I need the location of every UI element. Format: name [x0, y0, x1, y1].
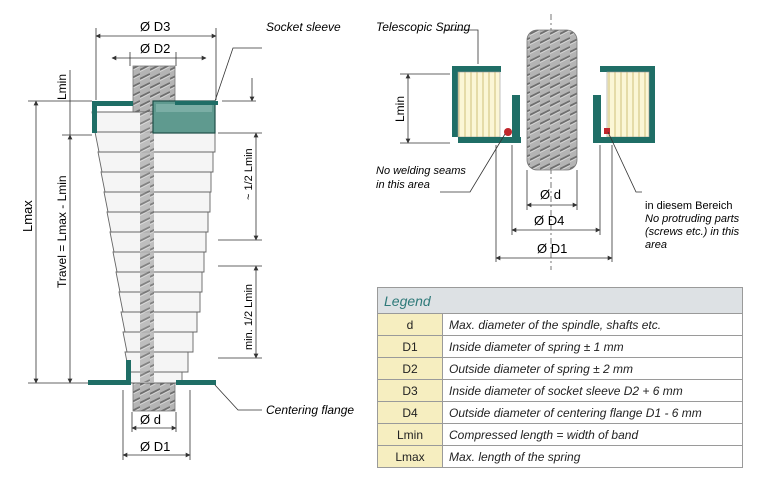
- right-d-label: Ø d: [540, 187, 561, 202]
- right-spindle: [526, 29, 578, 171]
- d3-label: Ø D3: [140, 19, 170, 34]
- housing-left: [452, 66, 501, 137]
- no-protruding-line1: No protruding parts: [645, 213, 740, 225]
- lmax-label: Lmax: [20, 200, 35, 232]
- d1-label: Ø D1: [140, 439, 170, 454]
- legend-table: Legend d Max. diameter of the spindle, s…: [377, 287, 743, 468]
- centering-flange-label: Centering flange: [266, 403, 354, 417]
- legend-description: Max. length of the spring: [442, 445, 743, 468]
- lmin-label: Lmin: [55, 74, 69, 100]
- legend-row: D2 Outside diameter of spring ± 2 mm: [377, 357, 743, 380]
- right-lmin-label: Lmin: [393, 96, 407, 122]
- legend-title: Legend: [377, 287, 743, 314]
- legend-symbol: D4: [377, 401, 443, 424]
- legend-symbol: D3: [377, 379, 443, 402]
- no-welding-line2: in this area: [376, 179, 430, 191]
- no-protruding-line3: area: [645, 239, 667, 251]
- no-welding-line1: No welding seams: [376, 165, 466, 177]
- centering-flange: [88, 360, 131, 385]
- half-lmin-label: ~ 1/2 Lmin: [243, 148, 255, 200]
- legend-row: Lmax Max. length of the spring: [377, 445, 743, 468]
- legend-row: D4 Outside diameter of centering flange …: [377, 401, 743, 424]
- legend-description: Outside diameter of spring ± 2 mm: [442, 357, 743, 380]
- legend-description: Max. diameter of the spindle, shafts etc…: [442, 313, 743, 336]
- legend-description: Inside diameter of spring ± 1 mm: [442, 335, 743, 358]
- legend-symbol: Lmin: [377, 423, 443, 446]
- legend-symbol: Lmax: [377, 445, 443, 468]
- bereich-label: in diesem Bereich: [645, 200, 732, 212]
- legend-description: Compressed length = width of band: [442, 423, 743, 446]
- left-spring-diagram: Ø D3 Ø D2 Socket sleeve Lmin Lmax Travel…: [20, 19, 354, 460]
- legend-description: Inside diameter of socket sleeve D2 + 6 …: [442, 379, 743, 402]
- top-plate: [92, 101, 133, 133]
- weld-seam-marker: [504, 128, 512, 136]
- socket-sleeve-label: Socket sleeve: [266, 20, 341, 34]
- legend-symbol: D2: [377, 357, 443, 380]
- legend-row: D1 Inside diameter of spring ± 1 mm: [377, 335, 743, 358]
- legend-symbol: D1: [377, 335, 443, 358]
- protrusion-marker: [604, 128, 610, 134]
- legend-row: d Max. diameter of the spindle, shafts e…: [377, 313, 743, 336]
- legend-row: Lmin Compressed length = width of band: [377, 423, 743, 446]
- legend-row: D3 Inside diameter of socket sleeve D2 +…: [377, 379, 743, 402]
- legend-description: Outside diameter of centering flange D1 …: [442, 401, 743, 424]
- d2-label: Ø D2: [140, 41, 170, 56]
- telescopic-spring-label: Telescopic Spring: [376, 20, 471, 34]
- d4-label: Ø D4: [534, 213, 564, 228]
- right-d1-label: Ø D1: [537, 241, 567, 256]
- travel-label: Travel = Lmax - Lmin: [55, 175, 69, 288]
- housing-right: [600, 66, 655, 143]
- d-label: Ø d: [140, 412, 161, 427]
- no-protruding-line2: (screws etc.) in this: [645, 226, 740, 238]
- legend-header-row: Legend: [377, 287, 743, 314]
- min-half-lmin-label: min. 1/2 Lmin: [243, 284, 255, 350]
- right-spring-diagram: Telescopic Spring Lmin No welding seams …: [376, 14, 740, 270]
- legend-symbol: d: [377, 313, 443, 336]
